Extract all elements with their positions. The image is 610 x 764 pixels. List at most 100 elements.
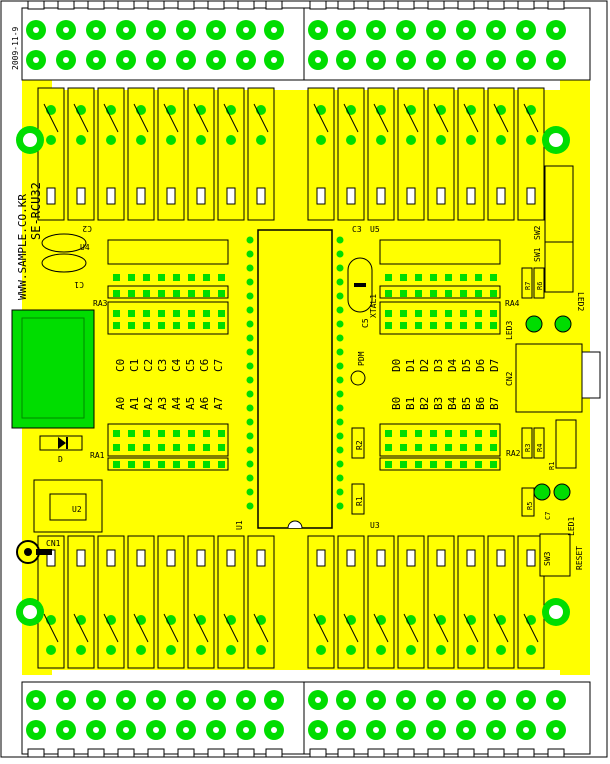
terminal-pad-hole (553, 27, 559, 33)
led-pin (188, 430, 195, 437)
chip-pin (218, 274, 225, 281)
led-pin (128, 444, 135, 451)
led-pin (415, 322, 422, 329)
chip-pin (400, 461, 407, 468)
port-label: C0 (114, 359, 127, 372)
led-pin (415, 444, 422, 451)
terminal-pad-hole (373, 727, 379, 733)
led-pin (113, 322, 120, 329)
relay-diode (256, 187, 266, 205)
terminal-tab (397, 0, 415, 10)
led-pin (173, 322, 180, 329)
relay-diode (136, 187, 146, 205)
relay-contact (103, 103, 119, 133)
relay-contact (223, 103, 239, 133)
terminal-pad-hole (403, 57, 409, 63)
relay-diode (346, 187, 356, 205)
relay-diode (376, 549, 386, 567)
led-pin (203, 322, 210, 329)
label-ra1: RA1 (90, 451, 105, 460)
relay-contact (193, 103, 209, 133)
relay-contact (433, 103, 449, 133)
relay-pad (466, 135, 476, 145)
relay-pad (406, 135, 416, 145)
terminal-tab (27, 0, 45, 10)
relay-contact (313, 613, 329, 643)
chip-pin (173, 461, 180, 468)
terminal-pad-hole (373, 27, 379, 33)
terminal-tab (427, 748, 445, 758)
port-label: C3 (156, 359, 169, 372)
led-pin (173, 430, 180, 437)
chip-pin (400, 290, 407, 297)
led-pin (490, 310, 497, 317)
relay-contact (163, 103, 179, 133)
terminal-pad-hole (553, 697, 559, 703)
led-pin (188, 444, 195, 451)
relay-diode (106, 187, 116, 205)
chip-pin (430, 461, 437, 468)
led-pin (218, 430, 225, 437)
terminal-tab (457, 748, 475, 758)
pdm-pad (350, 370, 366, 386)
label-ra4: RA4 (505, 299, 520, 308)
led-pin (385, 310, 392, 317)
relay-pad (256, 135, 266, 145)
led-pin (188, 310, 195, 317)
mcu-pin (336, 278, 344, 286)
port-label: B7 (488, 397, 501, 410)
terminal-block-top (303, 7, 591, 81)
capacitor-c1 (41, 253, 87, 273)
mcu-pin (246, 250, 254, 258)
port-label: A6 (198, 397, 211, 410)
port-label: A2 (142, 397, 155, 410)
mcu-pin (336, 334, 344, 342)
label-ra2: RA2 (506, 449, 521, 458)
chip-pin (385, 274, 392, 281)
terminal-pad-hole (373, 57, 379, 63)
relay-pad (46, 645, 56, 655)
chip-u5 (379, 239, 501, 265)
chip-pin (158, 290, 165, 297)
mcu-pin (336, 446, 344, 454)
led-pin (158, 430, 165, 437)
port-label: D0 (390, 359, 403, 372)
chip-pin (113, 274, 120, 281)
mcu-pin (246, 334, 254, 342)
terminal-pad-hole (63, 727, 69, 733)
port-label: C5 (184, 359, 197, 372)
terminal-pad-hole (243, 57, 249, 63)
label-xtal1: XTAL1 (369, 294, 378, 318)
label-r5: R5 (526, 502, 534, 510)
relay-diode (226, 187, 236, 205)
mcu-pin (246, 432, 254, 440)
port-label: D2 (418, 359, 431, 372)
terminal-pad-hole (93, 27, 99, 33)
date-label: 2009-11-9 (11, 26, 20, 70)
led-pin (430, 322, 437, 329)
mcu-pin (246, 278, 254, 286)
relay-contact (103, 613, 119, 643)
relay-diode (196, 549, 206, 567)
mcu-pin (246, 362, 254, 370)
relay-diode (436, 549, 446, 567)
terminal-pad-hole (123, 57, 129, 63)
led-pin (203, 310, 210, 317)
port-label: C2 (142, 359, 155, 372)
terminal-pad-hole (343, 727, 349, 733)
terminal-pad-hole (63, 697, 69, 703)
mcu-pin (336, 432, 344, 440)
chip-pin (203, 274, 210, 281)
relay-pad (376, 645, 386, 655)
terminal-pad-hole (271, 57, 277, 63)
relay-diode (136, 549, 146, 567)
terminal-block-bottom (21, 681, 309, 755)
led-pin (385, 322, 392, 329)
label-ra3: RA3 (93, 299, 108, 308)
mcu-pin (336, 404, 344, 412)
led-pin (158, 322, 165, 329)
port-label: A7 (212, 397, 225, 410)
relay-contact (343, 613, 359, 643)
mcu-pin (336, 236, 344, 244)
